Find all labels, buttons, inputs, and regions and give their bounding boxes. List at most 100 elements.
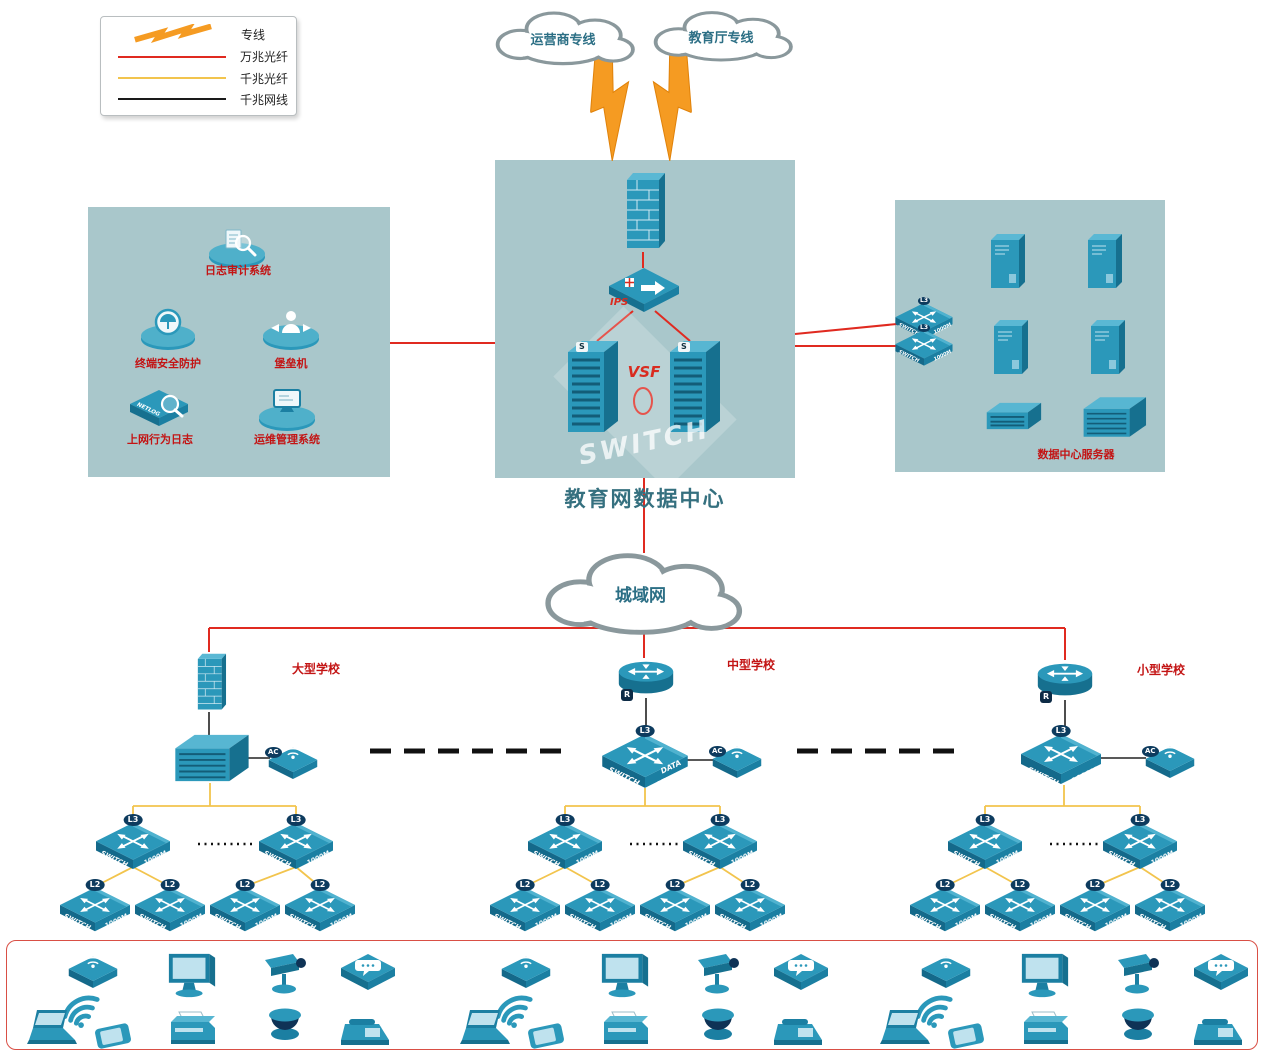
core-switch-icon: L3 SWITCH DATA CENTER [602,725,688,790]
l2-badge: L2 [160,879,180,891]
man-cloud-label: 城域网 [615,586,666,606]
dome-camera-icon [1116,1004,1160,1044]
printer-icon [1014,1008,1072,1048]
man-cloud: 城域网 [533,545,748,642]
school-router-icon: R [1036,657,1094,703]
netlog-icon [128,388,190,432]
ac-badge: AC [1142,746,1159,757]
wireless-controller-icon: AC [265,739,319,779]
legend-label: 万兆光纤 [239,50,288,65]
laptop-icon [876,1008,934,1046]
core-switch-icon: L3 SWITCH 1000M [1021,725,1101,788]
wireless-ap-icon [920,948,972,988]
legend-row-1g-fiber: 千兆光纤 [109,70,288,87]
l3-aggregation-switch-icon: L3 SWITCH 1000M [948,814,1022,871]
l3-badge: L3 [975,814,995,826]
l2-badge: L2 [85,879,105,891]
server-tower-icon [1085,316,1129,378]
l2-badge: L2 [935,879,955,891]
rack-server-icon [1076,394,1152,440]
legend-label: 专线 [241,27,266,42]
l3-badge: L3 [918,324,930,332]
l2-badge: L2 [310,879,330,891]
education-cloud: 教育厅专线 [645,6,797,66]
l3-badge: L3 [1130,814,1150,826]
education-cloud-label: 教育厅专线 [688,30,754,46]
dome-camera-icon [263,1004,307,1044]
legend-row-10g: 万兆光纤 [109,48,288,65]
l3-aggregation-switch-icon: L3 SWITCH 1000M [1103,814,1177,871]
legend-label: 千兆网线 [239,92,288,107]
bastion-host-label: 堡垒机 [274,357,308,370]
ptz-camera-icon [1112,948,1168,996]
legend-row-dedicated: 专线 [109,24,288,44]
l3-badge: L3 [123,814,143,826]
printer-icon [594,1008,652,1048]
school-router-icon: R [617,655,675,701]
l2-badge: L2 [740,879,760,891]
server-tower-icon [988,316,1032,378]
l2-badge: L2 [665,879,685,891]
l2-access-switch-icon: L2 SWITCH 1000M [1135,879,1205,933]
stack-member-badge: S [576,342,588,352]
smartphone-icon [524,1022,568,1050]
l2-badge: L2 [1085,879,1105,891]
l3-badge: L3 [1051,725,1071,737]
messaging-app-icon [341,952,395,994]
l2-access-switch-icon: L2 SWITCH 1000M [490,879,560,933]
school-access-devices [15,942,435,1050]
dc-stack-switch-icon: L3 SWITCH 1000M [895,324,953,367]
smartphone-icon [91,1022,135,1050]
printer-icon [161,1008,219,1048]
l2-access-switch-icon: L2 SWITCH 1000M [285,879,355,933]
messaging-app-icon [1194,952,1248,994]
legend-label: 千兆光纤 [239,71,288,86]
l2-access-switch-icon: L2 SWITCH 1000M [565,879,635,933]
school-access-devices [868,942,1265,1050]
l2-badge: L2 [1160,879,1180,891]
carrier-cloud: 运营商专线 [487,6,639,70]
desktop-computer-icon [596,950,654,1002]
legend: 专线 万兆光纤 千兆光纤 千兆网线 [100,16,297,116]
ptz-camera-icon [259,948,315,996]
school-firewall-icon [188,650,230,714]
medium-school-label: 中型学校 [727,658,776,672]
ops-management-icon [257,384,317,432]
l2-access-switch-icon: L2 SWITCH 1000M [910,879,980,933]
server-tower-icon [985,230,1029,292]
net-behavior-log-label: 上网行为日志 [127,433,193,446]
l2-access-switch-icon: L2 SWITCH 1000M [60,879,130,933]
bastion-host-icon [261,306,321,352]
l3-aggregation-switch-icon: L3 SWITCH 1000M [528,814,602,871]
l3-badge: L3 [635,725,655,737]
ip-phone-icon [335,1014,395,1050]
server-zone-caption: 数据中心服务器 [1037,448,1115,461]
ac-badge: AC [709,746,726,757]
smartphone-icon [944,1022,988,1050]
core-switch-tower-icon: S [664,336,722,438]
small-school-label: 小型学校 [1137,663,1186,677]
legend-row-1g-cable: 千兆网线 [109,91,288,108]
core-switch-tower-icon: S [562,336,620,438]
desktop-computer-icon [163,950,221,1002]
l2-access-switch-icon: L2 SWITCH 1000M [640,879,710,933]
dc-stack-switch-icon: L3 SWITCH 1000M [895,297,953,340]
terminal-protection-icon [139,306,197,352]
laptop-icon [456,1008,514,1046]
l3-badge: L3 [286,814,306,826]
black-line-icon [118,98,227,101]
access-devices-frame [6,940,1258,1050]
router-badge: R [621,689,634,701]
ip-phone-icon [768,1014,828,1050]
ips-device-icon [607,266,681,314]
ip-phone-icon [1188,1014,1248,1050]
desktop-computer-icon [1016,950,1074,1002]
l3-aggregation-switch-icon: L3 SWITCH 1000M [96,814,170,871]
l2-badge: L2 [235,879,255,891]
wireless-ap-icon [500,948,552,988]
terminal-protection-label: 终端安全防护 [135,357,201,370]
lightning-icon [134,24,212,44]
ips-label: IPS [610,297,629,308]
ops-management-label: 运维管理系统 [254,433,320,446]
